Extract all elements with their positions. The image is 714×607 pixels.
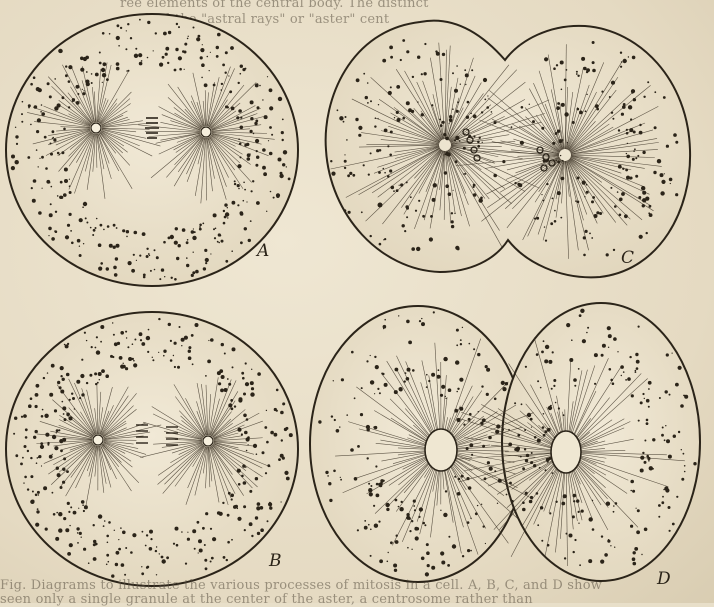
figure-label-c: C <box>621 248 634 268</box>
cell-b <box>6 312 298 586</box>
cell-d-left-nucleus <box>425 429 457 471</box>
cell-d <box>310 303 700 582</box>
cell-a-centrosome-left <box>91 123 101 133</box>
page-text-bottom-2: seen only a single granule at the center… <box>0 592 714 607</box>
cell-a-centrosome-right <box>201 127 211 137</box>
cell-a <box>6 14 298 286</box>
cell-c-dark-granule <box>378 203 383 208</box>
figure-label-a: A <box>257 241 269 261</box>
page-text-bottom-1: Fig. Diagrams to illustrate the various … <box>0 578 714 593</box>
figure-label-b: B <box>269 551 282 571</box>
cell-b-centrosome-left <box>93 435 103 445</box>
cell-b-membrane <box>6 312 298 586</box>
cell-d-right-nucleus <box>551 431 581 473</box>
cell-c <box>326 21 690 278</box>
cell-b-centrosome-right <box>203 436 213 446</box>
